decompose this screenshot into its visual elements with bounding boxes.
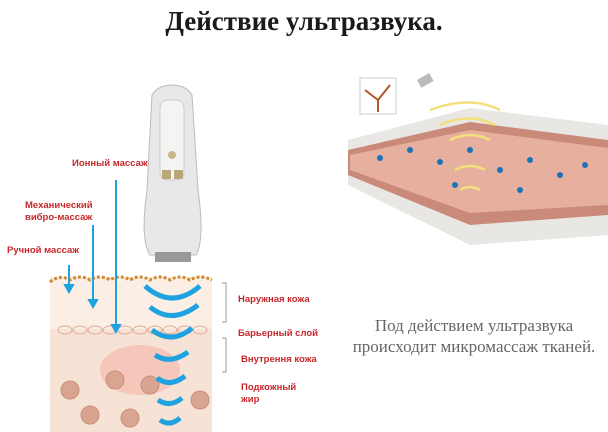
ultrasound-device xyxy=(143,84,202,262)
slide-title: Действие ультразвука. xyxy=(165,6,443,36)
skin-cross-section xyxy=(49,180,227,432)
layer-barrier: Барьерный слой xyxy=(238,328,319,339)
label-mechanical-massage: Механический вибро-массаж xyxy=(25,200,93,223)
vessel-illustration xyxy=(348,73,608,245)
layer-inner-skin: Внутрення кожа xyxy=(241,354,317,365)
layer-subcutaneous-fat: Подкожный жир xyxy=(241,382,297,405)
caption: Под действием ультразвука происходит мик… xyxy=(352,316,596,356)
label-manual-massage: Ручной массаж xyxy=(7,245,80,256)
label-ion-massage: Ионный массаж xyxy=(72,158,148,169)
layer-outer-skin: Наружная кожа xyxy=(238,294,310,305)
